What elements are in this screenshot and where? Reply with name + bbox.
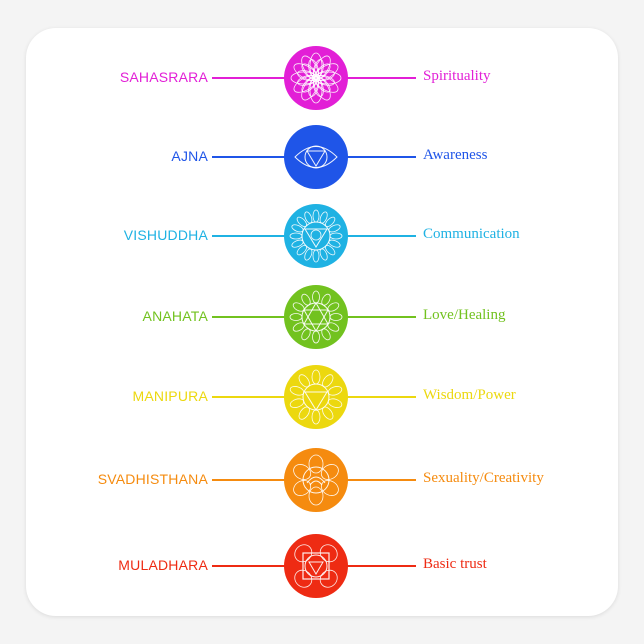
chakra-meaning: Sexuality/Creativity bbox=[423, 470, 544, 486]
chakra-name: VISHUDDHA bbox=[123, 227, 208, 243]
chakra-row-sahasrara: SAHASRARA Spirituality bbox=[0, 45, 644, 111]
chakra-row-vishuddha: VISHUDDHA Communication bbox=[0, 203, 644, 269]
connector-right bbox=[346, 479, 416, 481]
connector-right bbox=[346, 235, 416, 237]
connector-left bbox=[212, 316, 286, 318]
connector-right bbox=[346, 77, 416, 79]
third-eye-icon bbox=[283, 124, 349, 190]
connector-left bbox=[212, 396, 286, 398]
lotus-icon bbox=[283, 45, 349, 111]
chakra-meaning: Communication bbox=[423, 226, 520, 242]
chakra-name: MANIPURA bbox=[132, 388, 208, 404]
sacral-icon bbox=[283, 447, 349, 513]
chakra-name: SVADHISTHANA bbox=[97, 471, 208, 487]
chakra-row-muladhara: MULADHARA Basic trust bbox=[0, 533, 644, 599]
connector-right bbox=[346, 156, 416, 158]
throat-icon bbox=[283, 203, 349, 269]
connector-left bbox=[212, 156, 286, 158]
connector-right bbox=[346, 396, 416, 398]
chakra-meaning: Basic trust bbox=[423, 556, 487, 572]
chakra-row-manipura: MANIPURA Wisdom/Power bbox=[0, 364, 644, 430]
chakra-row-anahata: ANAHATA Love/Healing bbox=[0, 284, 644, 350]
chakra-row-svadhisthana: SVADHISTHANA Sexuality/Creativity bbox=[0, 447, 644, 513]
connector-left bbox=[212, 77, 286, 79]
connector-left bbox=[212, 479, 286, 481]
chakra-row-ajna: AJNA Awareness bbox=[0, 124, 644, 190]
connector-left bbox=[212, 235, 286, 237]
chakra-name: AJNA bbox=[171, 148, 208, 164]
heart-star-icon bbox=[283, 284, 349, 350]
chakra-meaning: Awareness bbox=[423, 147, 488, 163]
chakra-name: ANAHATA bbox=[142, 308, 208, 324]
chakra-meaning: Spirituality bbox=[423, 68, 491, 84]
chakra-name: MULADHARA bbox=[118, 557, 208, 573]
chakra-name: SAHASRARA bbox=[119, 69, 208, 85]
chakra-meaning: Wisdom/Power bbox=[423, 387, 516, 403]
connector-right bbox=[346, 565, 416, 567]
solar-plexus-icon bbox=[283, 364, 349, 430]
connector-left bbox=[212, 565, 286, 567]
root-icon bbox=[283, 533, 349, 599]
chakra-meaning: Love/Healing bbox=[423, 307, 506, 323]
connector-right bbox=[346, 316, 416, 318]
